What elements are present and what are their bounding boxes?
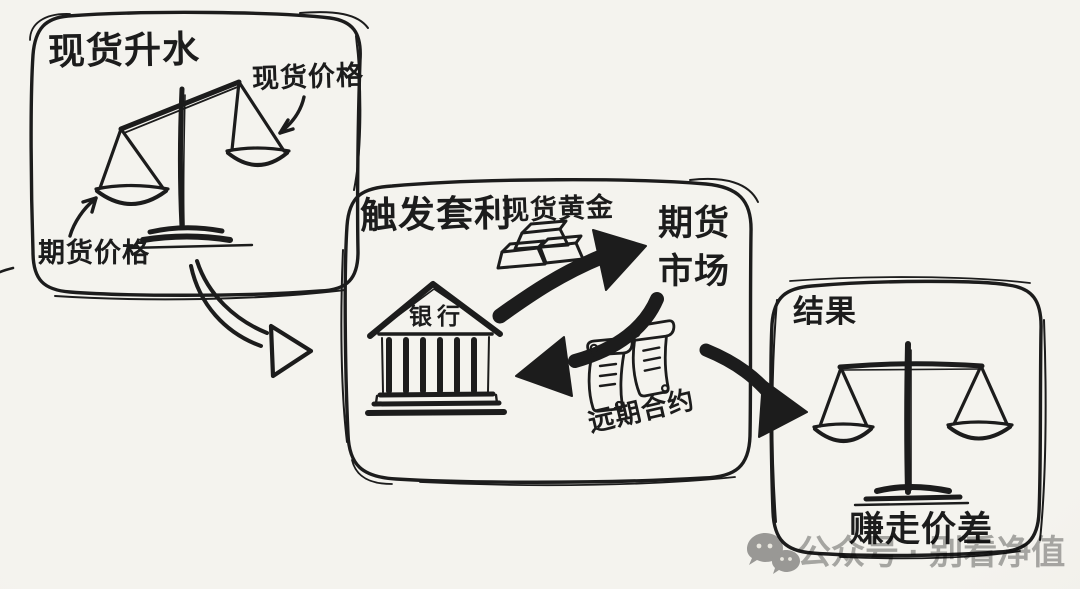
- flow-arrow-middle-to-right-icon: [699, 343, 808, 438]
- wechat-icon: [747, 533, 800, 574]
- panel-trigger-arbitrage-border: [340, 177, 759, 487]
- cycle-arrow-market-to-bank-icon: [515, 292, 664, 397]
- futures-price-pointer-arrow-icon: [68, 196, 98, 238]
- watermark-text: 公众号 · 别看净值: [797, 534, 1066, 572]
- flow-arrow-left-to-middle-icon: [189, 259, 314, 379]
- forward-contract-scrolls-icon: [586, 319, 680, 413]
- bank-icon: [365, 281, 507, 416]
- tilted-balance-scale-figure: [94, 79, 291, 250]
- futures-market-label: 期货市场: [658, 204, 731, 292]
- bank-label: 银行: [409, 303, 465, 329]
- spot-price-pointer-arrow-icon: [278, 95, 306, 135]
- panel-trigger-arbitrage-title: 触发套利: [359, 192, 513, 237]
- futures-price-label: 期货价格: [38, 238, 150, 268]
- spot-price-label: 现货价格: [251, 60, 365, 94]
- cycle-arrow-bank-to-market-icon: [492, 229, 647, 324]
- balanced-scale-figure: [812, 341, 1014, 507]
- earn-spread-label: 赚走价差: [849, 510, 994, 549]
- gold-bars-icon: [496, 219, 585, 270]
- panel-spot-premium-title: 现货升水: [47, 28, 201, 73]
- spot-gold-label: 现货黄金: [501, 192, 615, 226]
- panel-result-title: 结果: [793, 294, 857, 329]
